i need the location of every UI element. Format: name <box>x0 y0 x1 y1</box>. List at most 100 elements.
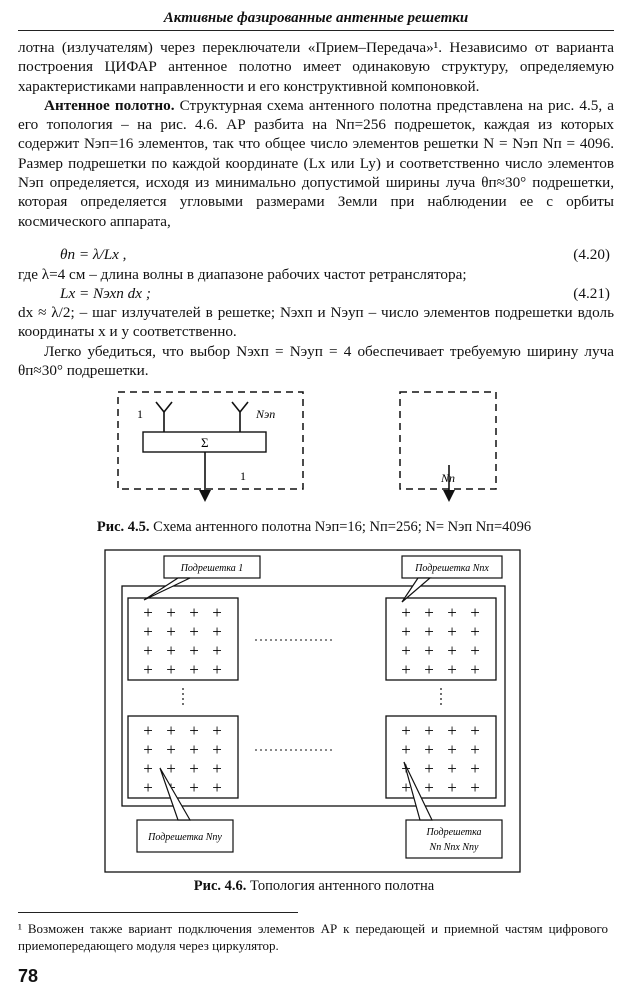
radiating-element-icon: + <box>424 778 434 797</box>
radiating-element-icon: + <box>424 603 434 622</box>
callout-box-bl <box>136 819 234 853</box>
output-arrow-icon <box>199 490 211 502</box>
fig46-caption-text: Топология антенного полотна <box>246 878 435 894</box>
figure-4-6-caption: Рис. 4.6. Топология антенного полотна <box>0 878 628 895</box>
equation-4-21-number: (4.21) <box>573 285 610 302</box>
radiating-element-icon: + <box>470 603 480 622</box>
callout-bl-label: Подрешетка Nпy <box>147 832 222 843</box>
radiating-element-icon: + <box>401 740 411 759</box>
paragraph-2-body: Структурная схема антенного полотна пред… <box>18 96 614 230</box>
callout-box-tr <box>401 555 503 579</box>
radiating-element-icon: + <box>143 759 153 778</box>
callout-box-tl <box>163 555 261 579</box>
fig45-label-np: Nп <box>440 471 455 485</box>
radiating-element-icon: + <box>424 622 434 641</box>
radiating-element-icon: + <box>470 641 480 660</box>
equation-4-20-formula: θп = λ/Lx , <box>60 246 127 263</box>
fig45-caption-number: Рис. 4.5. <box>96 519 150 535</box>
callout-tl-label: Подрешетка 1 <box>180 563 244 574</box>
paragraph-2: Антенное полотно. Структурная схема анте… <box>18 96 614 231</box>
paragraph-3: Легко убедиться, что выбор Nэхп = Nэуп =… <box>18 342 614 379</box>
radiating-element-icon: + <box>424 721 434 740</box>
radiating-element-icon: + <box>447 778 457 797</box>
figure-4-6: ++++++++++++++++++++++++++++++++++++++++… <box>104 549 521 873</box>
subarray-grid <box>127 597 239 681</box>
inner-frame <box>121 585 506 807</box>
radiating-element-icon: + <box>143 660 153 679</box>
radiating-element-icon: + <box>401 660 411 679</box>
radiating-element-icon: + <box>424 740 434 759</box>
subarray-grid <box>385 597 497 681</box>
radiating-element-icon: + <box>447 759 457 778</box>
radiating-element-icon: + <box>470 622 480 641</box>
fig45-label-nep: Nэп <box>255 407 275 421</box>
callout-tr-label: Подрешетка Nпx <box>414 563 489 574</box>
radiating-element-icon: + <box>143 740 153 759</box>
output-arrow-icon <box>443 490 455 502</box>
radiating-element-icon: + <box>401 721 411 740</box>
equation-4-20-number: (4.20) <box>573 246 610 263</box>
subarray-grid <box>127 715 239 799</box>
radiating-element-icon: + <box>470 740 480 759</box>
paragraph-2-lead: Антенное полотно. <box>44 96 175 114</box>
radiating-element-icon: + <box>189 740 199 759</box>
footnote-mark: ¹ <box>18 921 22 936</box>
radiating-element-icon: + <box>447 660 457 679</box>
radiating-element-icon: + <box>143 721 153 740</box>
radiating-element-icon: + <box>189 759 199 778</box>
antenna-icon <box>155 401 173 432</box>
fig45-label-1b: 1 <box>240 469 246 483</box>
footnote-rule <box>18 912 298 913</box>
radiating-element-icon: + <box>470 721 480 740</box>
fig45-caption-text: Схема антенного полотна Nэп=16; Nп=256; … <box>149 519 532 535</box>
radiating-element-icon: + <box>447 603 457 622</box>
radiating-element-icon: + <box>401 778 411 797</box>
body-text-top: лотна (излучателям) через переключатели … <box>18 38 614 231</box>
radiating-element-icon: + <box>143 622 153 641</box>
after-eq2-text: dx ≈ λ/2; – шаг излучателей в решетке; N… <box>18 304 614 341</box>
radiating-element-icon: + <box>401 622 411 641</box>
footnote: ¹ Возможен также вариант подключения эле… <box>18 920 608 954</box>
radiating-element-icon: + <box>166 641 176 660</box>
callout-br-label-1: Подрешетка <box>425 827 481 838</box>
radiating-element-icon: + <box>447 622 457 641</box>
radiating-element-icon: + <box>166 622 176 641</box>
paragraph-1: лотна (излучателям) через переключатели … <box>18 39 614 95</box>
radiating-element-icon: + <box>189 660 199 679</box>
figure-4-5: 1 Nэп Σ 1 Nп <box>117 391 497 502</box>
footnote-text: Возможен также вариант подключения элеме… <box>18 921 608 953</box>
radiating-element-icon: + <box>212 759 222 778</box>
outer-frame <box>104 549 521 873</box>
radiating-element-icon: + <box>212 721 222 740</box>
radiating-element-icon: + <box>401 603 411 622</box>
after-eq1: где λ=4 см – длина волны в диапазоне раб… <box>18 265 614 284</box>
fig45-label-1: 1 <box>137 407 143 421</box>
radiating-element-icon: + <box>470 660 480 679</box>
callout-br-label-2: Nп Nпx Nпy <box>429 842 479 853</box>
radiating-element-icon: + <box>166 603 176 622</box>
radiating-element-icon: + <box>212 641 222 660</box>
radiating-element-icon: + <box>189 778 199 797</box>
subarray-grid <box>385 715 497 799</box>
subarray-box-np <box>399 391 497 490</box>
radiating-element-icon: + <box>189 721 199 740</box>
callout-box-br <box>405 819 503 859</box>
subarray-box-1 <box>117 391 304 490</box>
equation-4-21: Lx = Nэхп dx ; (4.21) <box>18 285 614 305</box>
fig45-label-sigma: Σ <box>201 435 209 450</box>
radiating-element-icon: + <box>166 740 176 759</box>
page-number: 78 <box>18 966 39 986</box>
radiating-element-icon: + <box>424 660 434 679</box>
radiating-element-icon: + <box>212 603 222 622</box>
radiating-element-icon: + <box>166 660 176 679</box>
radiating-element-icon: + <box>143 641 153 660</box>
radiating-element-icon: + <box>447 641 457 660</box>
radiating-element-icon: + <box>212 740 222 759</box>
equation-4-20: θп = λ/Lx , (4.20) <box>18 246 614 266</box>
figure-4-5-caption: Рис. 4.5. Схема антенного полотна Nэп=16… <box>0 519 628 536</box>
equation-4-21-formula: Lx = Nэхп dx ; <box>60 285 151 302</box>
radiating-element-icon: + <box>447 721 457 740</box>
radiating-element-icon: + <box>470 759 480 778</box>
radiating-element-icon: + <box>166 721 176 740</box>
radiating-element-icon: + <box>189 603 199 622</box>
